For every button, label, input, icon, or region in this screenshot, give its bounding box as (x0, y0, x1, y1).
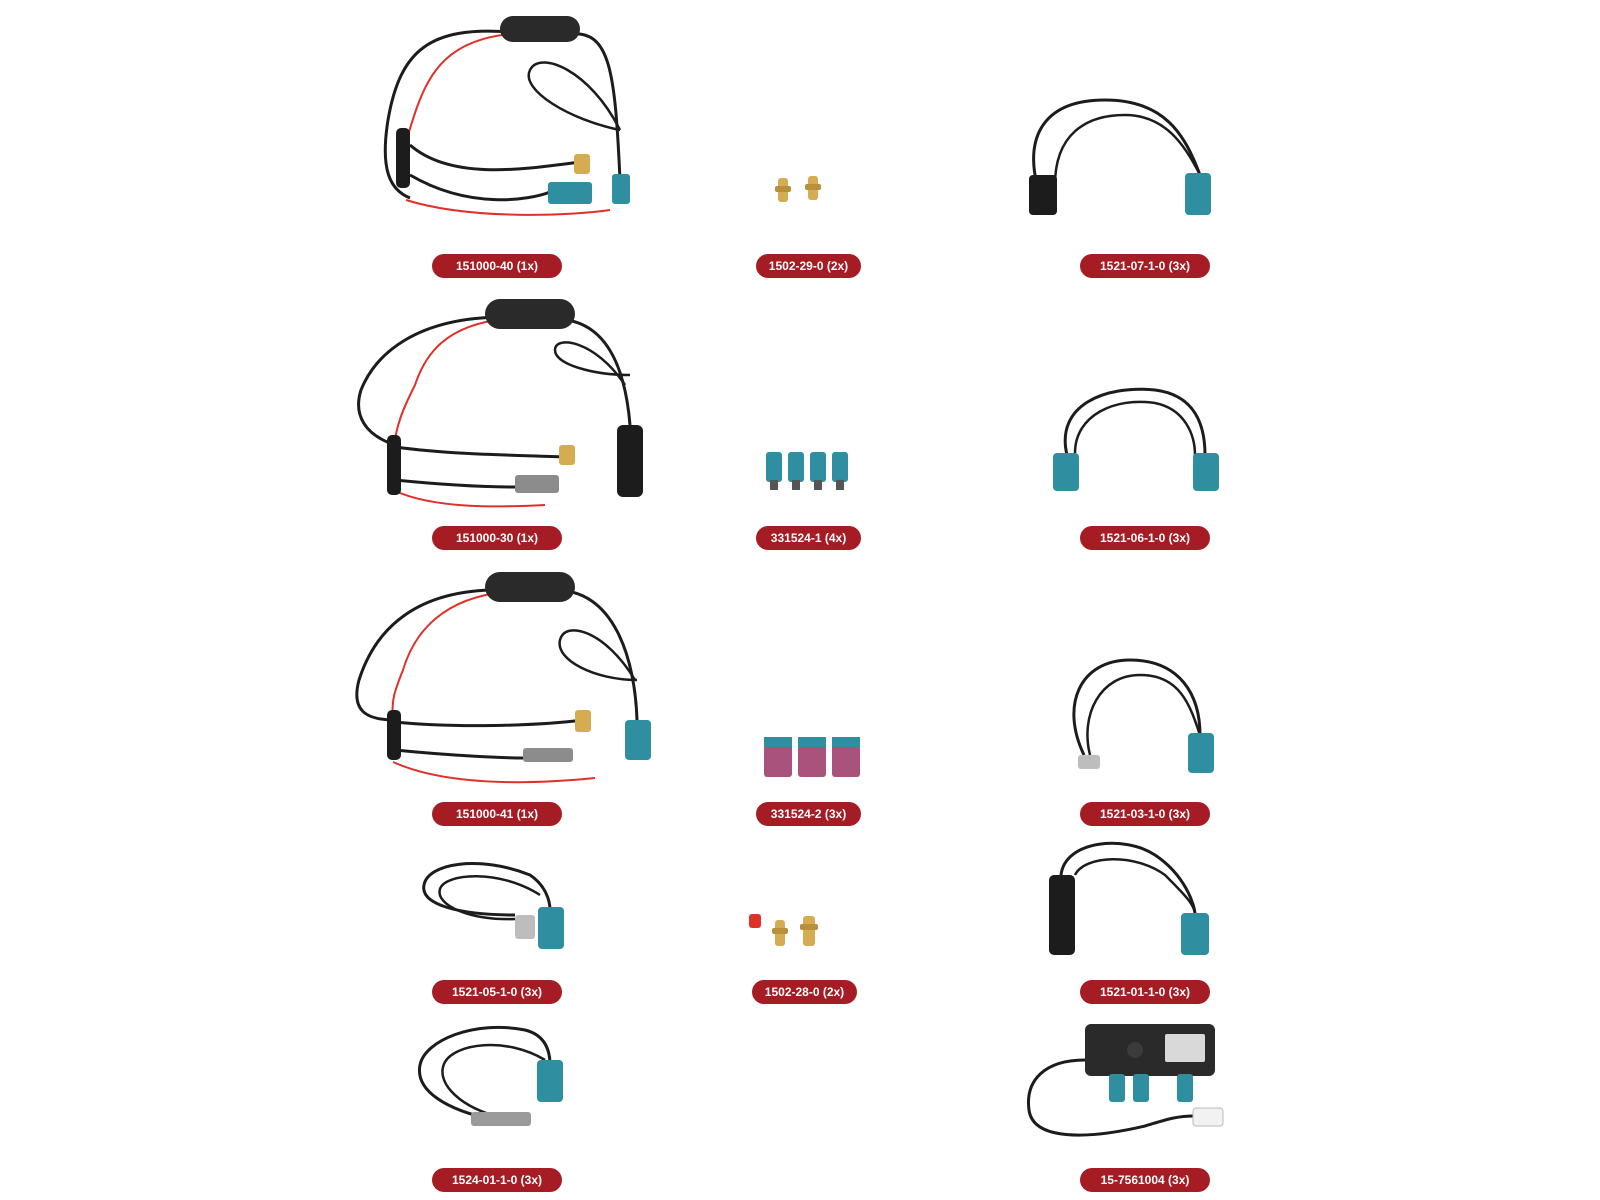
product-code-badge: 1521-03-1-0 (3x) (1080, 802, 1210, 826)
product-code-badge: 1521-01-1-0 (3x) (1080, 980, 1210, 1004)
splitter-cable-icon (383, 16, 630, 216)
product-code-badge: 331524-2 (3x) (756, 802, 861, 826)
fakra-plug-set-icon (766, 452, 848, 490)
fakra-to-fakra-cable-icon (1053, 387, 1219, 491)
din-plug-to-fakra-cable-icon (417, 1025, 563, 1126)
din-to-fakra-cable-icon (1029, 98, 1211, 215)
product-code-badge: 1524-01-1-0 (3x) (432, 1168, 562, 1192)
sma-adapter-set-icon (749, 914, 818, 946)
din-socket-to-fakra-cable-icon (1049, 841, 1209, 955)
angled-fakra-cable-icon (422, 862, 564, 949)
product-code-badge: 331524-1 (4x) (756, 526, 861, 550)
product-code-badge: 151000-30 (1x) (432, 526, 562, 550)
product-code-badge: 151000-41 (1x) (432, 802, 562, 826)
product-code-badge: 151000-40 (1x) (432, 254, 562, 278)
double-fakra-plug-set-icon (764, 737, 860, 777)
product-code-badge: 1521-07-1-0 (3x) (1080, 254, 1210, 278)
product-code-badge: 1521-06-1-0 (3x) (1080, 526, 1210, 550)
splitter-cable-din-icon (357, 299, 643, 508)
splitter-cable-fakra-icon (355, 572, 651, 784)
product-code-badge: 1502-29-0 (2x) (756, 254, 861, 278)
product-code-badge: 1502-28-0 (2x) (752, 980, 857, 1004)
angled-smb-to-fakra-cable-icon (1072, 658, 1214, 773)
product-code-badge: 1521-05-1-0 (3x) (432, 980, 562, 1004)
product-code-badge: 15-7561004 (3x) (1080, 1168, 1210, 1192)
antenna-amplifier-module-icon (1027, 1024, 1224, 1137)
smb-adapter-pair-icon (775, 176, 821, 202)
